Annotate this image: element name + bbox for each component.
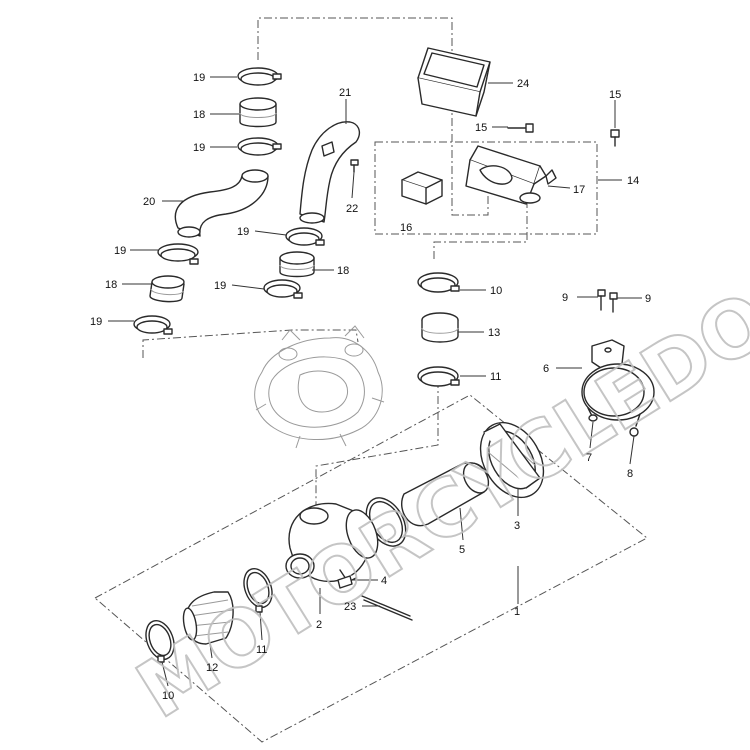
hose-20 — [174, 169, 269, 238]
filter-element-5 — [401, 462, 490, 527]
bolt-9-right — [609, 292, 618, 313]
callout-21: 21 — [339, 87, 351, 99]
bellows-12 — [182, 591, 234, 645]
callout-22: 22 — [346, 203, 358, 215]
coupler-18-upper — [239, 97, 277, 128]
clamp-10-lower — [145, 619, 175, 663]
callout-15: 15 — [475, 122, 487, 134]
coupler-18-right — [279, 251, 315, 278]
callout-23: 23 — [344, 601, 356, 613]
callout-19: 19 — [114, 245, 126, 257]
clamp-19-right-a — [285, 227, 325, 246]
washer-7 — [588, 414, 598, 422]
callout-18: 18 — [105, 279, 117, 291]
callout-19: 19 — [90, 316, 102, 328]
callout-19: 19 — [193, 72, 205, 84]
callout-17: 17 — [573, 184, 585, 196]
bolt-9-left — [597, 289, 606, 311]
callout-8: 8 — [627, 468, 633, 480]
dash-lines — [94, 17, 648, 743]
callout-9: 9 — [562, 292, 568, 304]
callout-11: 11 — [490, 371, 501, 383]
hose-21 — [299, 121, 361, 224]
callout-15: 15 — [609, 89, 621, 101]
callout-24: 24 — [517, 78, 529, 90]
filter-housing-2 — [285, 502, 379, 583]
callout-19: 19 — [214, 280, 226, 292]
clamp-19-left-a — [157, 243, 199, 265]
leader-lines — [108, 76, 642, 687]
callout-19: 19 — [193, 142, 205, 154]
callout-1: 1 — [514, 606, 520, 618]
callout-6: 6 — [543, 363, 549, 375]
callout-18: 18 — [337, 265, 349, 277]
clip-4 — [337, 575, 353, 589]
callout-5: 5 — [459, 544, 465, 556]
callout-10: 10 — [490, 285, 502, 297]
clamp-11-lower — [243, 567, 273, 613]
clamp-19-left-b — [133, 315, 173, 335]
callout-4: 4 — [381, 575, 387, 587]
callout-10: 10 — [162, 690, 174, 702]
clamp-10-upper — [417, 272, 460, 293]
pin-23 — [361, 595, 413, 621]
callout-11: 11 — [256, 644, 267, 656]
callout-19: 19 — [237, 226, 249, 238]
callout-20: 20 — [143, 196, 155, 208]
watermark-text: MOTORCYCLEDOCTOR — [122, 150, 750, 736]
clamp-19-right-b — [263, 279, 303, 299]
callout-12: 12 — [206, 662, 218, 674]
clamp-11-upper — [417, 366, 460, 387]
callout-2: 2 — [316, 619, 322, 631]
clamp-19-mid — [237, 137, 282, 156]
foam-block-16 — [401, 171, 443, 205]
sleeve-13 — [421, 312, 459, 343]
callout-7: 7 — [586, 452, 592, 464]
callout-14: 14 — [627, 175, 639, 187]
screw-15-a — [507, 123, 534, 133]
callout-18: 18 — [193, 109, 205, 121]
callout-3: 3 — [514, 520, 520, 532]
screw-15-b — [610, 129, 620, 147]
callout-16: 16 — [400, 222, 412, 234]
coupler-18-left — [149, 275, 185, 303]
callout-9: 9 — [645, 293, 651, 305]
callout-numbers: 19 18 19 20 19 18 19 21 22 19 18 19 24 1… — [90, 72, 651, 702]
screw-22 — [350, 159, 359, 173]
bracket-strap-6 — [581, 339, 655, 427]
filter-cover-3 — [479, 421, 545, 499]
clamp-19-upper — [237, 67, 282, 86]
air-box-17 — [465, 145, 557, 205]
transmission-housing-ghost — [254, 325, 385, 449]
callout-13: 13 — [488, 327, 500, 339]
intake-duct-24 — [417, 47, 491, 117]
